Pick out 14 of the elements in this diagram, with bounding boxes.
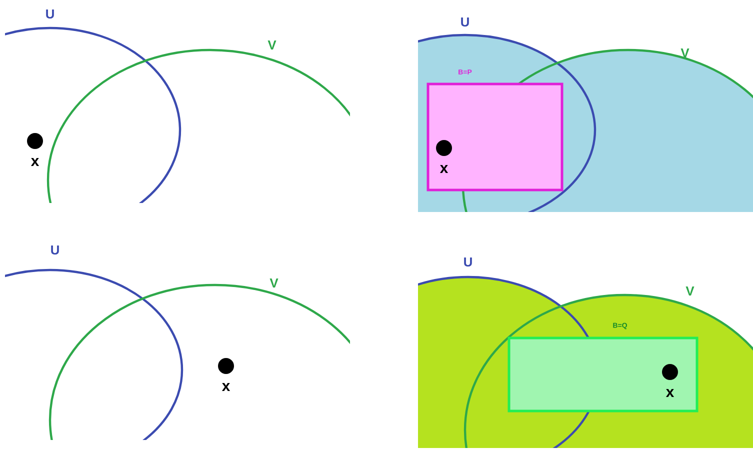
set-label: U — [464, 257, 472, 267]
set-label: V — [268, 40, 276, 50]
point-label: x — [440, 165, 448, 173]
set-label: U — [46, 9, 54, 19]
set-rectangle — [508, 336, 698, 412]
set-label: V — [270, 278, 278, 288]
point-label: x — [222, 383, 230, 391]
set-label: U — [461, 17, 469, 27]
point-label: x — [30, 158, 40, 166]
set-label: V — [680, 48, 690, 58]
set-label: U — [51, 245, 59, 255]
set-rectangle — [426, 82, 564, 192]
set-label: V — [686, 286, 694, 296]
point-label: x — [666, 389, 674, 397]
